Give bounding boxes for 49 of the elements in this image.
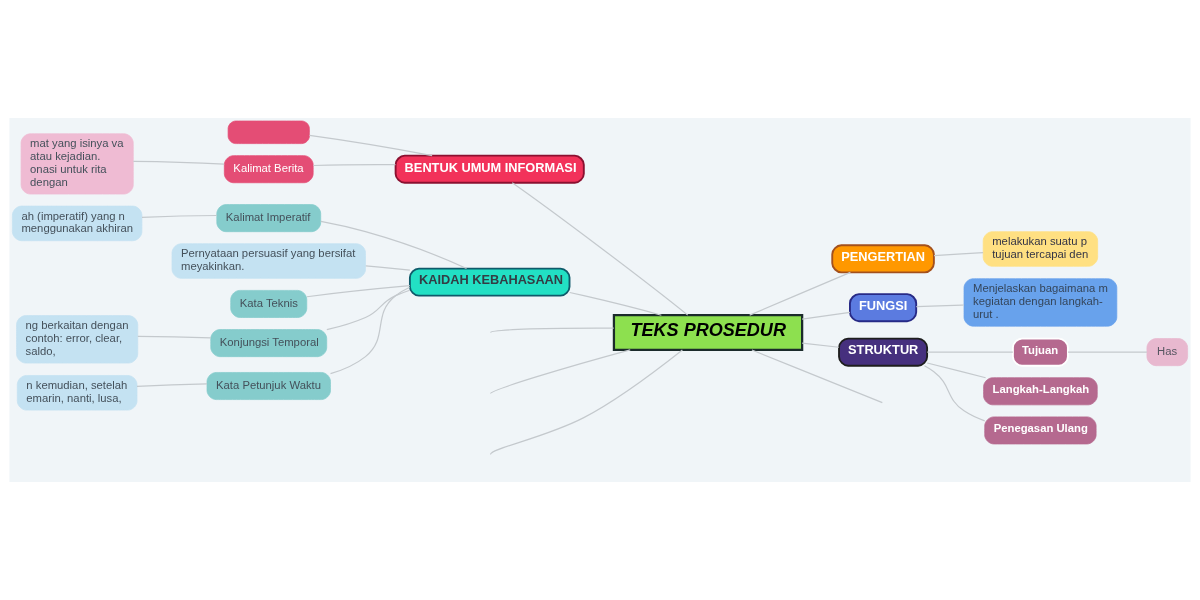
connector bbox=[365, 265, 411, 271]
node-box: Konjungsi Temporal bbox=[210, 329, 328, 358]
connector bbox=[926, 351, 1014, 353]
node-box: Menjelaskan bagaimana m kegiatan dengan langkah- urut . bbox=[963, 278, 1118, 327]
connector bbox=[915, 304, 965, 308]
connector bbox=[308, 134, 433, 157]
connector bbox=[926, 362, 987, 379]
connector bbox=[749, 271, 851, 316]
node-box: KAIDAH KEBAHASAAN bbox=[408, 267, 571, 297]
connector bbox=[923, 365, 986, 422]
node-box: Kata Teknis bbox=[230, 290, 308, 318]
node-box: Kalimat Berita bbox=[223, 155, 314, 184]
connector bbox=[933, 251, 984, 257]
connector bbox=[141, 214, 218, 218]
connector bbox=[329, 286, 411, 375]
node-box: FUNGSI bbox=[849, 293, 918, 323]
node-box: Has bbox=[1146, 338, 1188, 367]
node-box: Pernyataan persuasif yang bersifat meyakinkan. bbox=[171, 243, 366, 279]
node-box: ng berkaitan dengan contoh: error, clear, saldo, bbox=[16, 315, 139, 364]
connector bbox=[751, 349, 883, 404]
node-box: melakukan suatu p tujuan tercapai den bbox=[982, 231, 1098, 267]
node-box bbox=[227, 120, 310, 144]
node-box: BENTUK UMUM INFORMASI bbox=[394, 154, 585, 184]
connector bbox=[569, 291, 662, 316]
node-box: Tujuan bbox=[1012, 337, 1069, 367]
node-box: Langkah-Langkah bbox=[983, 377, 1098, 406]
connector bbox=[137, 335, 212, 339]
connector bbox=[1067, 351, 1148, 353]
connector bbox=[132, 160, 225, 165]
node-box: ah (imperatif) yang n menggunakan akhiran bbox=[12, 205, 143, 242]
node-box: n kemudian, setelah emarin, nanti, lusa, bbox=[16, 375, 138, 411]
connector bbox=[801, 342, 840, 348]
connector bbox=[136, 383, 208, 388]
node-box: Penegasan Ulang bbox=[984, 416, 1097, 445]
connector bbox=[312, 164, 397, 167]
connector bbox=[489, 349, 631, 395]
connector bbox=[489, 327, 615, 334]
connector bbox=[306, 285, 411, 298]
node-box: STRUKTUR bbox=[838, 337, 929, 367]
connector bbox=[489, 349, 683, 456]
node-box: TEKS PROSEDUR bbox=[612, 314, 804, 351]
connector bbox=[320, 220, 468, 270]
connector bbox=[511, 182, 689, 316]
connector bbox=[801, 311, 851, 320]
node-box: PENGERTIAN bbox=[831, 244, 935, 274]
connector bbox=[326, 289, 411, 331]
node-box: mat yang isinya va atau kejadian. onasi untuk rita dengan bbox=[20, 133, 134, 195]
node-box: Kalimat Imperatif bbox=[216, 204, 322, 233]
node-box: Kata Petunjuk Waktu bbox=[206, 372, 331, 400]
